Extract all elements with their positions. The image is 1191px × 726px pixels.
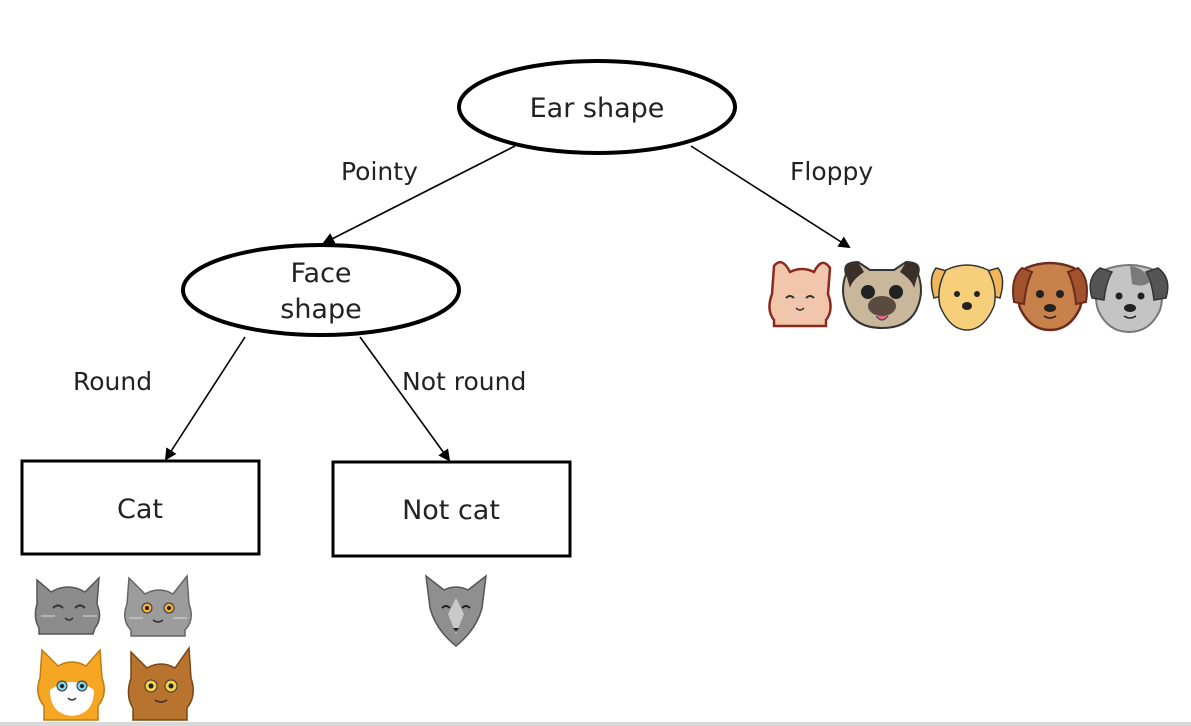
edge-label-not-round: Not round (402, 367, 526, 396)
edge-label-round: Round (73, 367, 152, 396)
leaf-not-cat: Not cat (331, 460, 572, 558)
edge-not-round-arrow (359, 336, 451, 462)
root-node-label: Ear shape (530, 93, 665, 124)
edge-round-arrow (164, 336, 246, 461)
brown-cat-icon (127, 645, 194, 721)
leaf-cat-label: Cat (117, 494, 163, 525)
face-shape-label-line1: Face (290, 258, 351, 289)
leaf-not-cat-label: Not cat (402, 495, 500, 526)
gray-cat-icon (124, 573, 192, 637)
edge-label-pointy: Pointy (341, 157, 418, 186)
edge-floppy-arrow (690, 145, 851, 249)
yellow-dog-icon (930, 264, 1004, 331)
pug-icon (842, 260, 922, 330)
face-shape-label-line2: shape (280, 294, 361, 325)
edge-label-floppy: Floppy (790, 157, 873, 186)
gray-animal-icon (425, 574, 487, 647)
edge-pointy-arrow (322, 145, 516, 244)
gray-cat-icon (34, 576, 101, 635)
root-node: Ear shape (457, 59, 737, 155)
pink-cat-icon (768, 260, 832, 328)
brown-dog-icon (1012, 261, 1088, 332)
leaf-cat: Cat (20, 459, 261, 556)
face-shape-node: Face shape (181, 243, 461, 337)
gray-dog-icon (1089, 264, 1169, 334)
bottom-edge-bar (0, 722, 1191, 726)
orange-cat-icon (37, 648, 105, 721)
